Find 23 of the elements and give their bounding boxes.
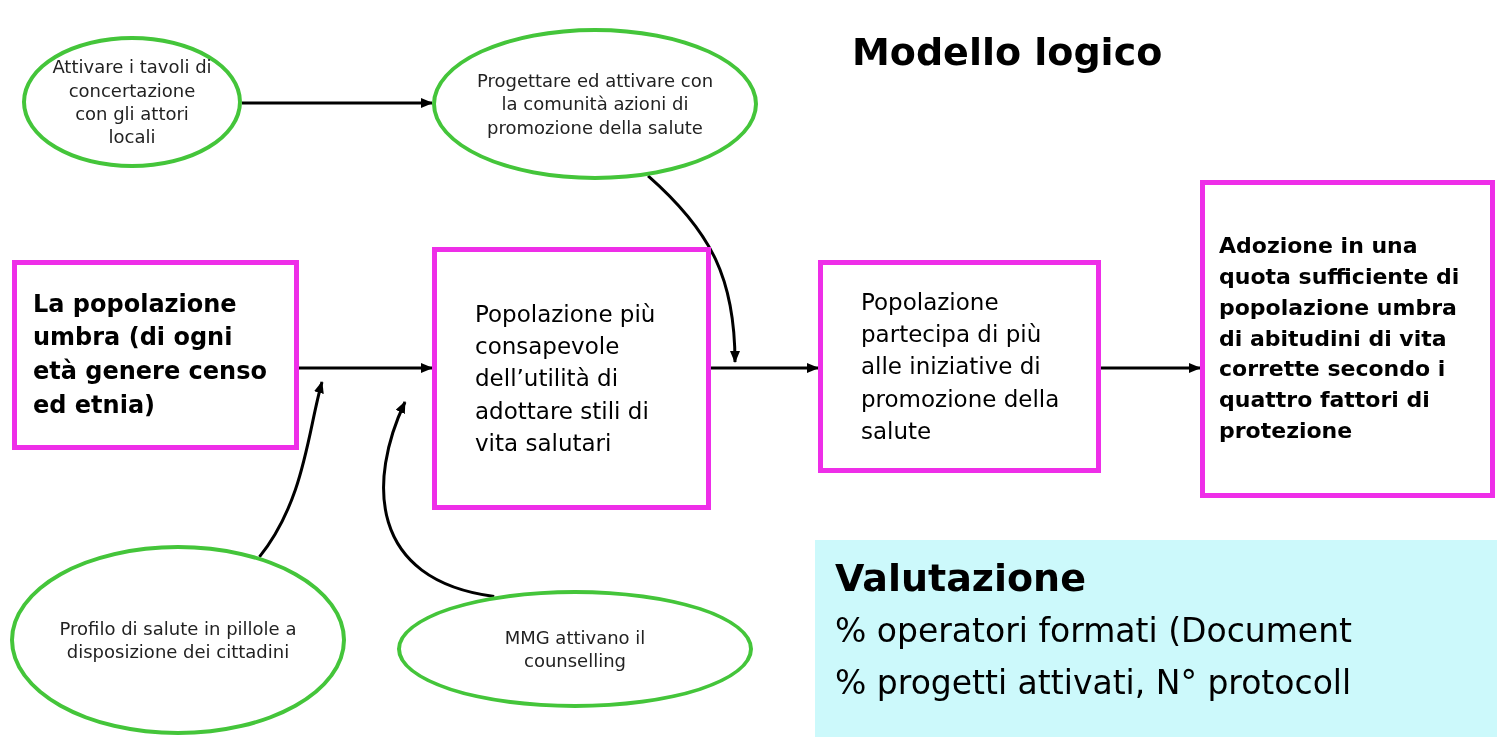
node-text: Attivare i tavoli di concertazione con gli attori locali <box>52 55 212 149</box>
node-text: Progettare ed attivare con la comunità azioni di promozione della salute <box>475 68 715 140</box>
process-box <box>818 260 1101 473</box>
arrow <box>711 363 819 373</box>
node-text: MMG attivano il counselling <box>503 625 647 673</box>
arrow <box>1101 363 1201 373</box>
process-box <box>432 247 711 510</box>
evaluation-panel <box>815 540 1497 737</box>
panel-heading: Valutazione <box>835 555 1087 602</box>
node-text: Profilo di salute in pillole a disposizione dei cittadini <box>58 616 298 664</box>
node-text: Popolazione partecipa di più alle iniziative di promozione della salute <box>861 288 1061 446</box>
node-text: La popolazione umbra (di ogni età genere censo ed etnia) <box>33 288 268 421</box>
indicator-text: % progetti attivati, N° protocoll <box>835 662 1353 705</box>
diagram-title: Modello logico <box>852 30 1163 74</box>
node-text: Adozione in una quota sufficiente di popolazione umbra di abitudini di vita corrette secondo i quattro fattori di protezione <box>1219 232 1461 445</box>
arrow <box>258 381 324 558</box>
process-box <box>12 260 299 450</box>
arrow <box>382 401 495 598</box>
indicator-text: % operatori formati (Document <box>835 610 1354 653</box>
node-text: Popolazione più consapevole dell’utilità di adottare stili di vita salutari <box>475 300 657 458</box>
process-box <box>1200 180 1495 498</box>
arrow <box>299 363 433 373</box>
arrow <box>242 98 433 108</box>
